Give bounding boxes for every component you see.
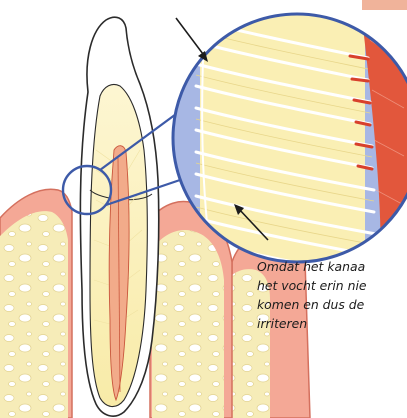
caption-line: Omdat het kanaa bbox=[257, 257, 407, 276]
caption-line: komen en dus de bbox=[257, 295, 407, 314]
caption-line: irriteren bbox=[257, 314, 407, 333]
pointer-arrow-top bbox=[176, 18, 208, 62]
caption-line: het vocht erin nie bbox=[257, 276, 407, 295]
tooth bbox=[80, 17, 158, 416]
caption-text: Omdat het kanaa het vocht erin nie komen… bbox=[257, 257, 407, 333]
